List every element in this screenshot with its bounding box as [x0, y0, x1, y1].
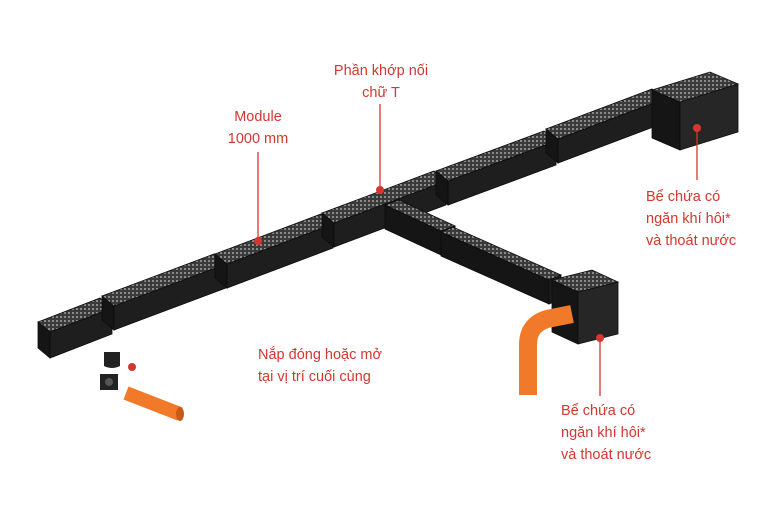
end-pipe [123, 386, 183, 421]
label-module: Module 1000 mm [228, 106, 288, 150]
label-line: Nắp đóng hoặc mở [258, 347, 382, 363]
label-line: và thoát nước [561, 447, 652, 463]
t-joint-branch-grating [383, 199, 457, 232]
label-line: ngăn khí hôi* [561, 425, 646, 441]
label-line: ngăn khí hôi* [646, 211, 731, 227]
label-line: Phần khớp nối [333, 63, 429, 79]
label-end-cap: Nắp đóng hoặc mở tại vị trí cuối cùng [258, 344, 382, 388]
label-line: Module [234, 109, 282, 125]
outlet-elbow-pipe [519, 305, 574, 395]
label-t-joint: Phần khớp nối chữ T [334, 60, 428, 104]
label-tank-top: Bể chứa có ngăn khí hôi* và thoát nước [646, 186, 736, 252]
label-tank-bottom: Bể chứa có ngăn khí hôi* và thoát nước [561, 400, 651, 466]
end-pipe-opening [176, 407, 184, 421]
pipes [123, 305, 574, 421]
label-line: Bể chứa có [561, 403, 636, 419]
leader-lines [257, 104, 698, 396]
tank-bottom-grating [550, 269, 620, 293]
channel-modules [37, 71, 740, 359]
label-line: chữ T [362, 85, 400, 101]
label-line: Bể chứa có [646, 189, 721, 205]
label-line: 1000 mm [227, 131, 289, 147]
label-line: và thoát nước [646, 233, 737, 249]
end-caps [100, 352, 120, 390]
marker-dots [128, 124, 701, 371]
branch-module-grating [439, 226, 563, 281]
tank-top-grating [650, 71, 740, 103]
label-line: tại vị trí cuối cùng [258, 369, 371, 385]
end-cap-closed [104, 352, 120, 368]
